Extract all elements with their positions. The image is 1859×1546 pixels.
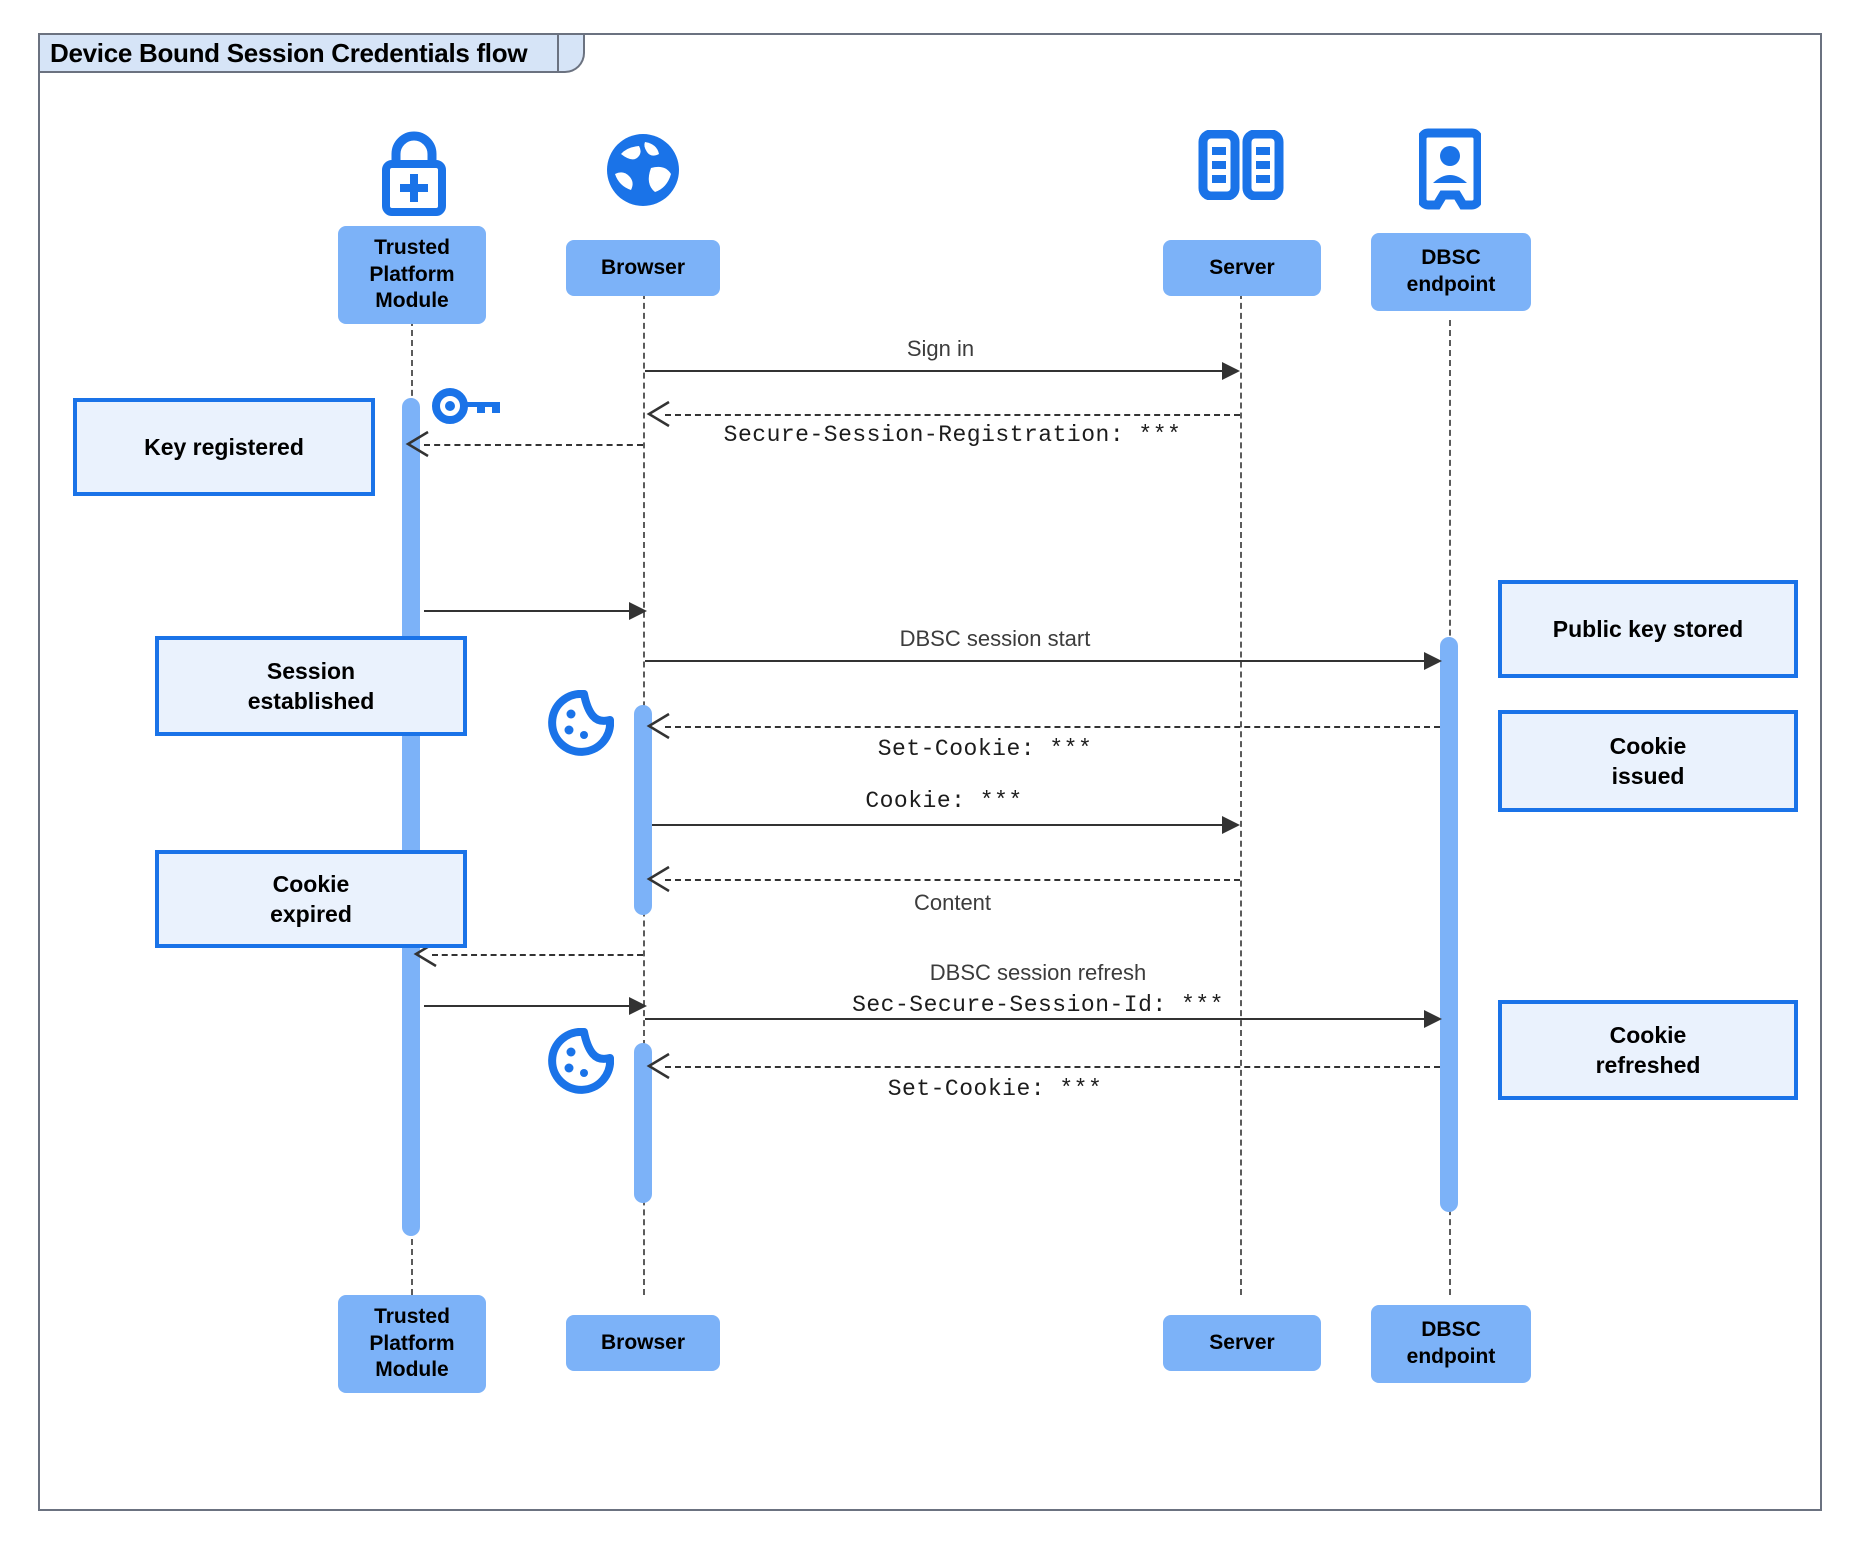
message-line-tpm-key-response xyxy=(424,610,643,612)
arrow-head-dbsc-session-start xyxy=(1424,652,1442,670)
participant-browser-top[interactable]: Browser xyxy=(566,240,720,296)
message-line-content xyxy=(665,879,1240,881)
message-line-set-cookie-1 xyxy=(665,726,1440,728)
cookie-icon xyxy=(548,1027,615,1099)
note-public-key-stored: Public key stored xyxy=(1498,580,1798,678)
lifeline-server xyxy=(1240,283,1242,1295)
message-label-sec-secure-session-id: Sec-Secure-Session-Id: *** xyxy=(852,992,1224,1018)
message-line-set-cookie-2 xyxy=(665,1066,1440,1068)
padlock-plus-icon xyxy=(370,128,458,223)
note-text: Key registered xyxy=(144,433,304,460)
message-line-cookie-request xyxy=(652,824,1236,826)
activation-tpm xyxy=(402,398,420,1236)
activation-dbsc xyxy=(1440,637,1458,1212)
message-label-set-cookie-2: Set-Cookie: *** xyxy=(887,1076,1103,1102)
activation-browser-2 xyxy=(634,1043,652,1203)
message-line-dbsc-session-refresh xyxy=(645,1018,1431,1020)
globe-icon xyxy=(601,128,685,217)
participant-label: Browser xyxy=(600,255,686,279)
message-line-sign-in xyxy=(645,370,1236,372)
participant-browser-bottom[interactable]: Browser xyxy=(566,1315,720,1371)
participant-label: Browser xyxy=(600,1330,686,1354)
message-label-dbsc-session-refresh: DBSC session refresh xyxy=(929,960,1147,985)
diagram-title-tab: Device Bound Session Credentials flow xyxy=(38,33,560,73)
key-icon xyxy=(430,383,506,434)
message-label-sign-in: Sign in xyxy=(906,336,975,361)
arrow-head-dbsc-session-refresh xyxy=(1424,1010,1442,1028)
participant-server-top[interactable]: Server xyxy=(1163,240,1321,296)
page-title: Device Bound Session Credentials flow xyxy=(50,37,528,68)
note-text: Public key stored xyxy=(1552,615,1744,642)
diagram-title-fold xyxy=(559,33,586,73)
message-line-dbsc-session-start xyxy=(645,660,1431,662)
message-label-set-cookie-1: Set-Cookie: *** xyxy=(877,736,1093,762)
participant-server-bottom[interactable]: Server xyxy=(1163,1315,1321,1371)
arrow-head-tpm-sign-response xyxy=(629,997,647,1015)
participant-label: Server xyxy=(1209,255,1275,279)
arrow-head-tpm-key-response xyxy=(629,602,647,620)
arrow-head-cookie-request xyxy=(1222,816,1240,834)
arrow-head-sign-in xyxy=(1222,362,1240,380)
message-label-secure-session-registration: Secure-Session-Registration: *** xyxy=(723,422,1182,448)
message-label-cookie-request: Cookie: *** xyxy=(865,788,1023,814)
cookie-icon xyxy=(548,689,615,761)
message-line-tpm-register-request xyxy=(424,444,643,446)
note-key-registered: Key registered xyxy=(73,398,375,496)
message-line-secure-session-registration xyxy=(665,414,1240,416)
activation-browser-1 xyxy=(634,705,652,915)
server-racks-icon xyxy=(1197,129,1285,205)
message-label-content: Content xyxy=(913,890,992,915)
message-line-tpm-sign-response xyxy=(424,1005,643,1007)
message-line-tpm-sign-request xyxy=(432,954,643,956)
id-badge-icon xyxy=(1417,128,1483,215)
participant-label: Server xyxy=(1209,1330,1275,1354)
message-label-dbsc-session-start: DBSC session start xyxy=(899,626,1091,651)
